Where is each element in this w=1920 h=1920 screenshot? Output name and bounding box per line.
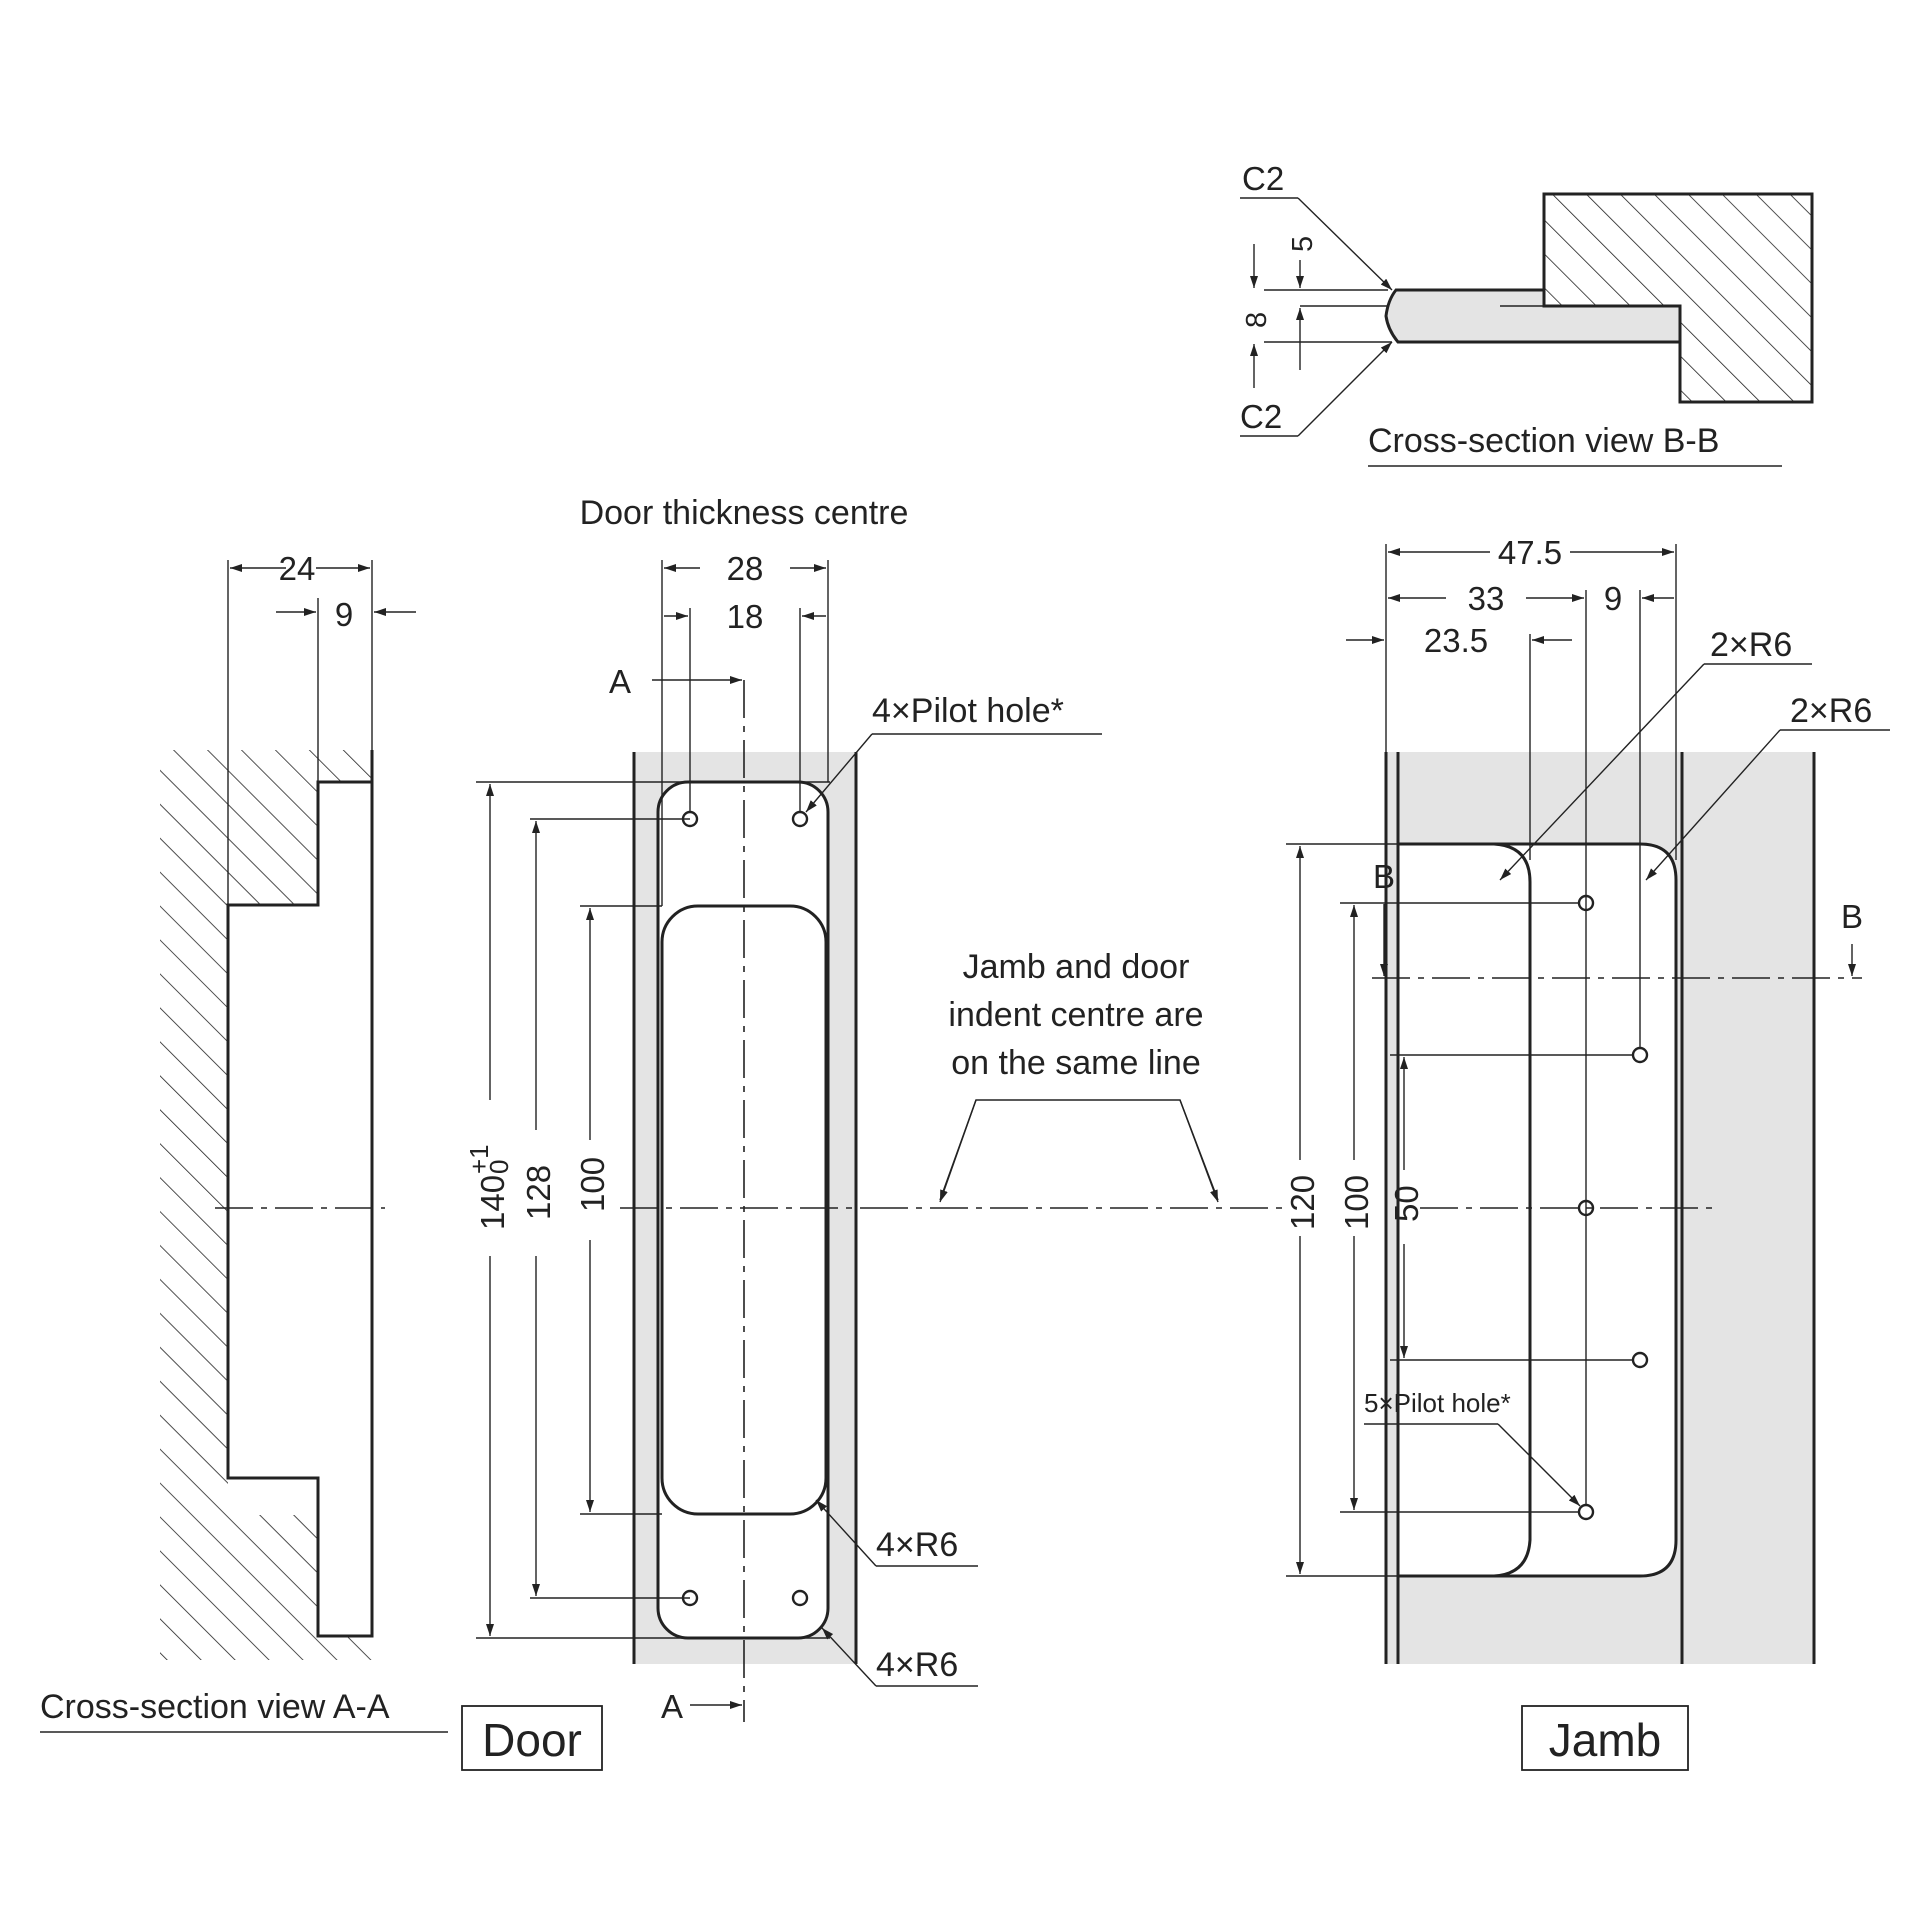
jamb-dim-100: 100 [1338,1175,1375,1230]
section-bb-plate [1384,288,1682,344]
section-aa-wall-hatch [160,750,372,1660]
door-dim-140-tol-lower: 0 [484,1160,514,1174]
jamb-pilot-hole [1577,1503,1595,1521]
jamb-radius-note-1: 2×R6 [1710,626,1792,664]
door-dim-140-tol-upper: +1 [464,1144,494,1174]
door-center-label: Door thickness centre [580,494,909,532]
jamb-section-mark-b-right: B [1841,898,1863,935]
center-note-line-2: indent centre are [948,996,1203,1034]
jamb-recess-step [1493,842,1532,1578]
jamb-dim-120: 120 [1284,1175,1321,1230]
center-note-line-3: on the same line [951,1044,1201,1082]
section-aa-wall-outline [228,750,372,1636]
door-radius-note-top: 4×R6 [876,1526,958,1564]
jamb-dim-47-5: 47.5 [1498,534,1562,571]
section-aa-dim-9: 9 [335,596,353,633]
section-bb-view: 8 5 C2 C2 Cross-section view B-B [1240,160,1814,467]
jamb-label: Jamb [1549,1714,1661,1766]
door-dim-18: 18 [727,598,764,635]
jamb-dim-50: 50 [1388,1185,1425,1222]
section-bb-dim-5: 5 [1287,236,1319,252]
door-dim-128: 128 [520,1165,557,1220]
jamb-pilot-hole [1631,1351,1649,1369]
door-dim-100: 100 [574,1157,611,1212]
section-bb-chamfer-top: C2 [1242,160,1284,197]
door-dim-140: 140 [474,1175,511,1230]
jamb-dim-23-5: 23.5 [1424,622,1488,659]
section-aa-title: Cross-section view A-A [40,1688,390,1726]
section-bb-dim-8: 8 [1241,312,1273,328]
section-bb-hatch [1498,194,1812,402]
section-aa-dim-24: 24 [279,550,316,587]
door-label-box [461,1705,603,1771]
jamb-label-box [1521,1705,1689,1771]
jamb-pilot-hole-note: 5×Pilot hole* [1364,1388,1511,1418]
door-pilot-hole-note: 4×Pilot hole* [872,692,1064,730]
center-note: Jamb and door indent centre are on the s… [870,948,1290,1209]
door-section-mark-a-top: A [609,663,631,700]
door-pilot-hole [791,810,809,828]
center-note-line-1: Jamb and door [963,948,1190,986]
door-dim-28: 28 [727,550,764,587]
door-section-mark-a-bottom: A [661,1688,683,1725]
section-bb-chamfer-bottom: C2 [1240,398,1282,435]
section-bb-title: Cross-section view B-B [1368,422,1719,460]
jamb-dim-33: 33 [1468,580,1505,617]
door-view: 28 18 Door thickness centre A A 140 +1 0… [461,494,1102,1771]
jamb-recess [1396,842,1678,1578]
jamb-pilot-hole [1631,1046,1649,1064]
door-label: Door [482,1714,582,1766]
section-aa-profile [226,750,374,1638]
jamb-section-mark-b-left: B [1373,858,1395,895]
jamb-view: 47.5 33 9 23.5 120 100 50 B B 2×R6 [1284,534,1890,1771]
section-aa-view: 24 9 Cross-section view A-A [40,550,448,1733]
door-radius-note-bottom: 4×R6 [876,1646,958,1684]
jamb-radius-note-2: 2×R6 [1790,692,1872,730]
jamb-dim-9: 9 [1604,580,1622,617]
door-pilot-hole [791,1589,809,1607]
